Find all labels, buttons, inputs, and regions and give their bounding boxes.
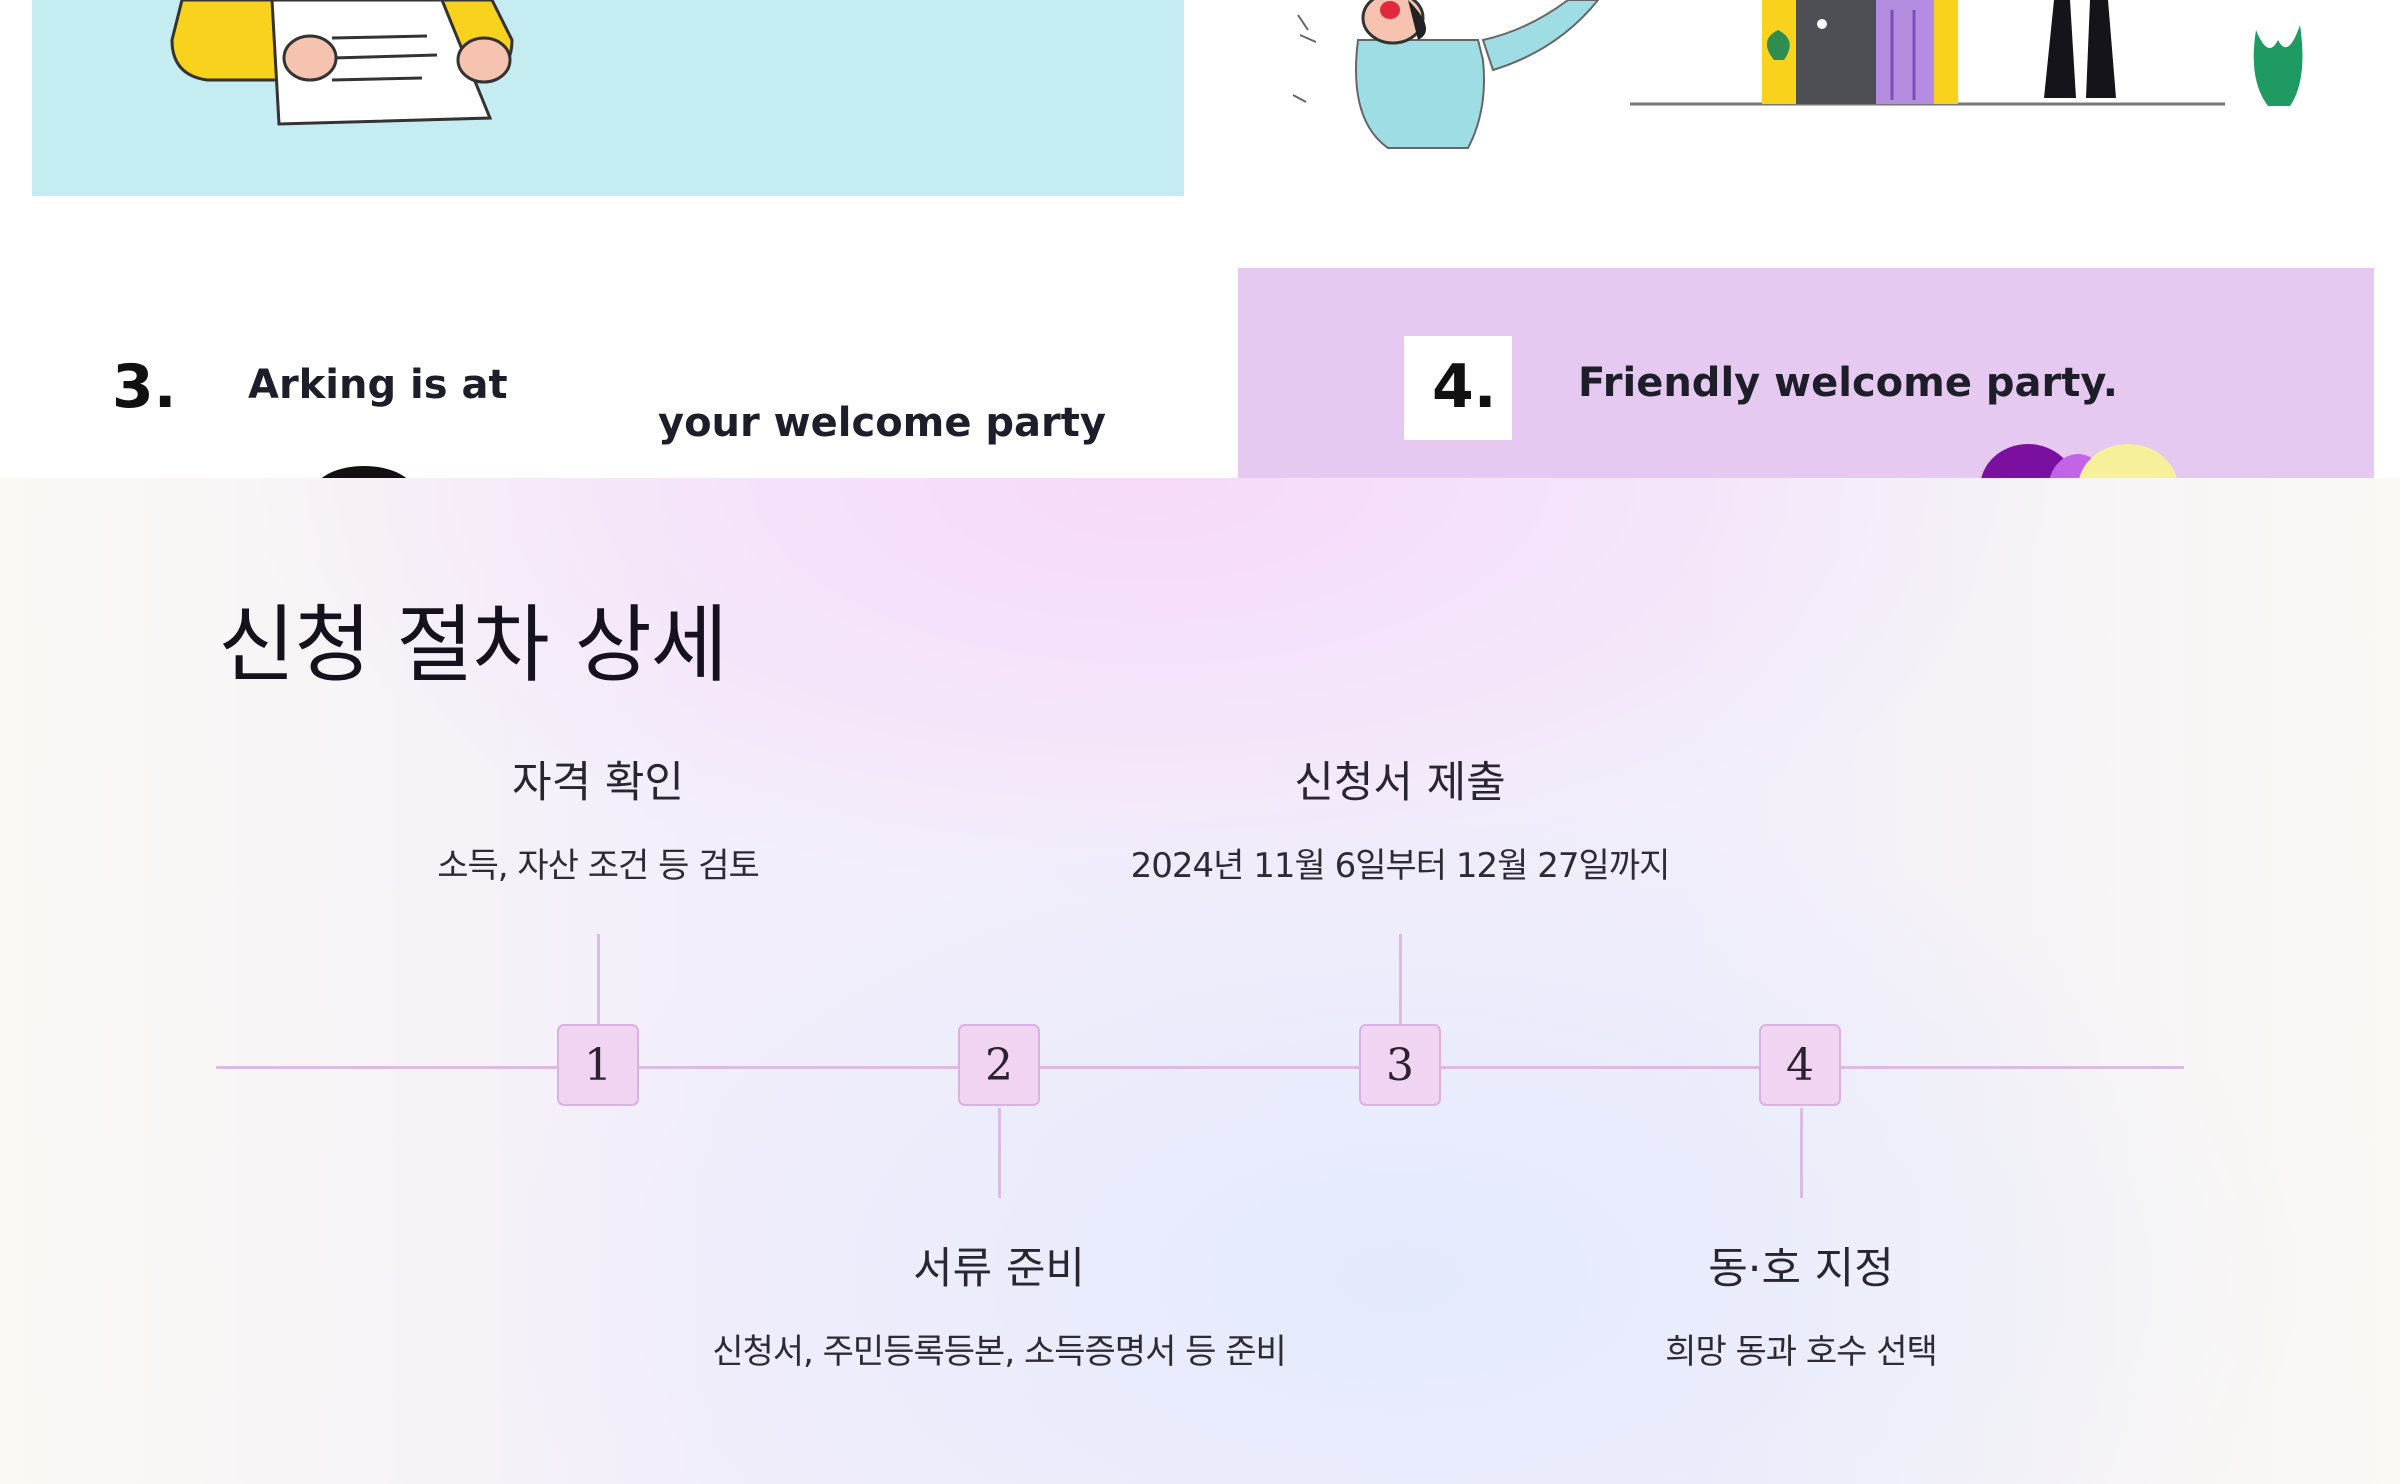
step-3-marker: 3 xyxy=(1359,1024,1441,1106)
balloons-illustration xyxy=(1981,444,2177,478)
illustration-panel-paper xyxy=(32,0,1184,196)
step-3-description: 2024년 11월 6일부터 12월 27일까지 xyxy=(1130,846,1671,886)
panel-3-caption-b: your welcome party xyxy=(658,400,1106,446)
timeline-line xyxy=(216,1066,2184,1069)
step-2-marker: 2 xyxy=(958,1024,1040,1106)
panel-3-caption-a: Arking is at xyxy=(248,362,508,408)
step-1-title: 자격 확인 xyxy=(512,758,684,808)
illustration-panel-3: 3. Arking is at your welcome party xyxy=(32,270,1184,478)
page-title: 신청 절차 상세 xyxy=(218,596,728,694)
illustration-panel-4: 4. Friendly welcome party. xyxy=(1238,268,2374,478)
illustration-strip: 3. Arking is at your welcome party 4. Fr… xyxy=(0,0,2400,478)
step-2-title: 서류 준비 xyxy=(913,1244,1085,1294)
panel-4-number-box xyxy=(1404,336,1512,440)
application-process-section: 신청 절차 상세 자격 확인 소득, 자산 조건 등 검토 1 2 서류 준비 … xyxy=(0,478,2400,1484)
step-2-connector xyxy=(998,1108,1001,1198)
panel-4-number: 4. xyxy=(1432,352,1497,422)
head-illustration xyxy=(321,466,407,478)
step-2-description: 신청서, 주민등록등본, 소득증명서 등 준비 xyxy=(712,1332,1287,1372)
step-1-description: 소득, 자산 조건 등 검토 xyxy=(437,846,760,886)
step-4-description: 희망 동과 호수 선택 xyxy=(1665,1332,1938,1372)
step-1-marker: 1 xyxy=(557,1024,639,1106)
illustration-panel-door xyxy=(1238,0,2374,230)
step-1-connector xyxy=(597,934,600,1026)
person-holding-paper-illustration xyxy=(170,0,514,126)
doorbell-scene-illustration xyxy=(1292,0,2303,149)
step-4-connector xyxy=(1800,1108,1803,1198)
panel-4-caption: Friendly welcome party. xyxy=(1578,360,2118,406)
step-4-title: 동·호 지정 xyxy=(1708,1244,1894,1294)
step-4-marker: 4 xyxy=(1759,1024,1841,1106)
step-3-connector xyxy=(1399,934,1402,1026)
step-3-title: 신청서 제출 xyxy=(1294,758,1506,808)
panel-3-number: 3. xyxy=(112,352,177,422)
